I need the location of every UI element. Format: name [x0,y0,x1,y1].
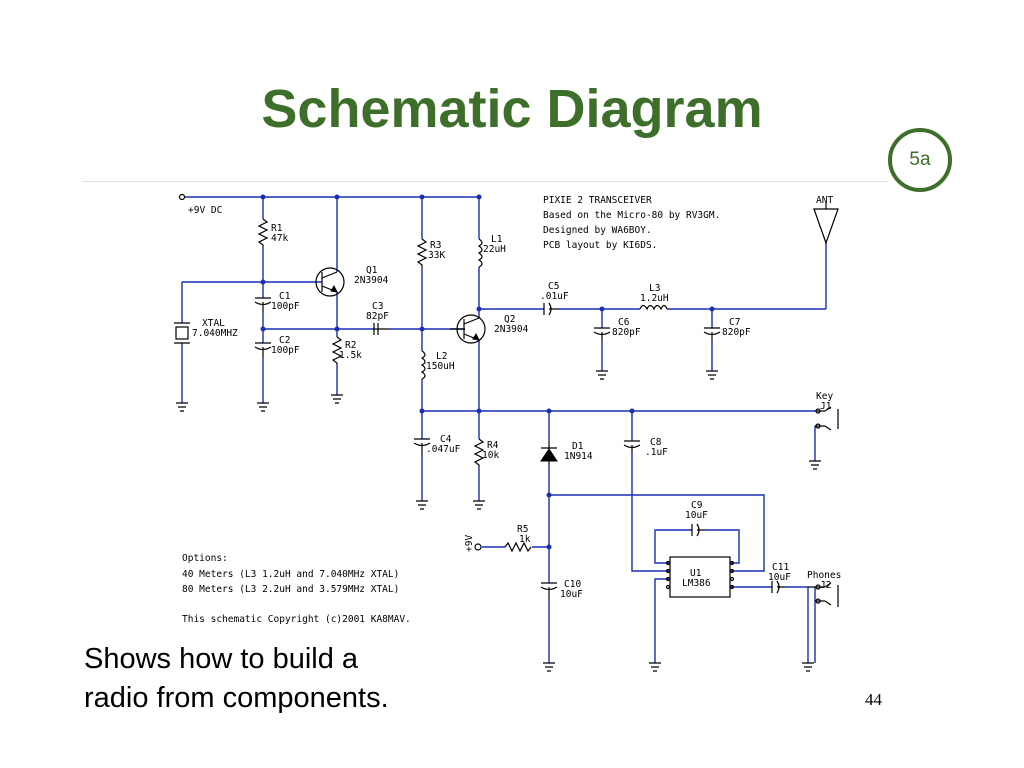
c7-value: 820pF [722,327,751,338]
l1-value: 22uH [483,244,506,255]
c4-ref: C4 [440,434,452,445]
c9-value: 10uF [685,510,708,521]
xtal-ref: XTAL [202,318,225,329]
caption-line: radio from components. [84,682,389,714]
r4-ref: R4 [487,440,499,451]
supply-label-short: +9V [464,535,475,552]
copyright-line: This schematic Copyright (c)2001 KA8MAV. [182,614,411,625]
note-line: Designed by WA6BOY. [543,225,652,236]
q1-ref: Q1 [366,265,378,276]
r1-value: 47k [271,233,288,244]
page-number: 44 [865,690,882,709]
xtal-value: 7.040MHZ [192,328,238,339]
key-label: Key [816,391,833,402]
r5-ref: R5 [517,524,528,535]
c3-ref: C3 [372,301,383,312]
caption-line: Shows how to build a [84,643,359,675]
c1-value: 100pF [271,301,300,312]
c8-value: .1uF [645,447,668,458]
q2-value: 2N3904 [494,324,529,335]
options-line: Options: [182,553,228,564]
slide-caption: Shows how to build a radio from componen… [84,640,389,718]
title-divider [82,181,888,182]
r5-value: 1k [519,534,531,545]
c6-value: 820pF [612,327,641,338]
wires [181,196,827,663]
note-line: PIXIE 2 TRANSCEIVER [543,195,652,206]
r3-value: 33K [428,250,445,261]
c10-value: 10uF [560,589,583,600]
r2-ref: R2 [345,340,356,351]
u1-value: LM386 [682,578,711,589]
phones-ref: J2 [820,580,831,591]
component-labels: +9V DC R1 47k Q1 2N3904 C1 100pF XTAL 7.… [188,195,841,600]
c6-ref: C6 [618,317,630,328]
c3-value: 82pF [366,311,389,322]
c2-value: 100pF [271,345,300,356]
antenna-label: ANT [816,195,833,206]
l2-ref: L2 [436,351,447,362]
l3-ref: L3 [649,283,660,294]
c11-value: 10uF [768,572,791,583]
q1-value: 2N3904 [354,275,389,286]
options-block: Options: 40 Meters (L3 1.2uH and 7.040MH… [182,553,411,625]
note-line: Based on the Micro-80 by RV3GM. [543,210,720,221]
r2-value: 1.5k [339,350,362,361]
l1-ref: L1 [491,234,503,245]
ground-symbols [176,370,821,672]
r4-value: 10k [482,450,499,461]
u1-ref: U1 [690,568,702,579]
c7-ref: C7 [729,317,740,328]
l2-value: 150uH [426,361,455,372]
phones-label: Phones [807,570,841,581]
l3-value: 1.2uH [640,293,669,304]
c10-ref: C10 [564,579,581,590]
options-line: 80 Meters (L3 2.2uH and 3.579MHz XTAL) [182,584,399,595]
c1-ref: C1 [279,291,291,302]
schematic-diagram: PIXIE 2 TRANSCEIVER Based on the Micro-8… [174,193,841,672]
slide-title: Schematic Diagram [261,79,763,139]
c5-ref: C5 [548,281,559,292]
options-line: 40 Meters (L3 1.2uH and 7.040MHz XTAL) [182,569,399,580]
key-ref: J1 [820,401,832,412]
components [174,193,839,607]
d1-value: 1N914 [564,451,593,462]
c8-ref: C8 [650,437,662,448]
c11-ref: C11 [772,562,789,573]
c9-ref: C9 [691,500,703,511]
slide-badge: 5a [888,128,952,192]
supply-label: +9V DC [188,205,222,216]
c4-value: .047uF [426,444,461,455]
c2-ref: C2 [279,335,290,346]
r1-ref: R1 [271,223,283,234]
note-line: PCB layout by KI6DS. [543,240,657,251]
notes-block: PIXIE 2 TRANSCEIVER Based on the Micro-8… [543,195,720,251]
q2-ref: Q2 [504,314,515,325]
d1-ref: D1 [572,441,584,452]
r3-ref: R3 [430,240,441,251]
junctions [260,194,715,550]
c5-value: .01uF [540,291,569,302]
